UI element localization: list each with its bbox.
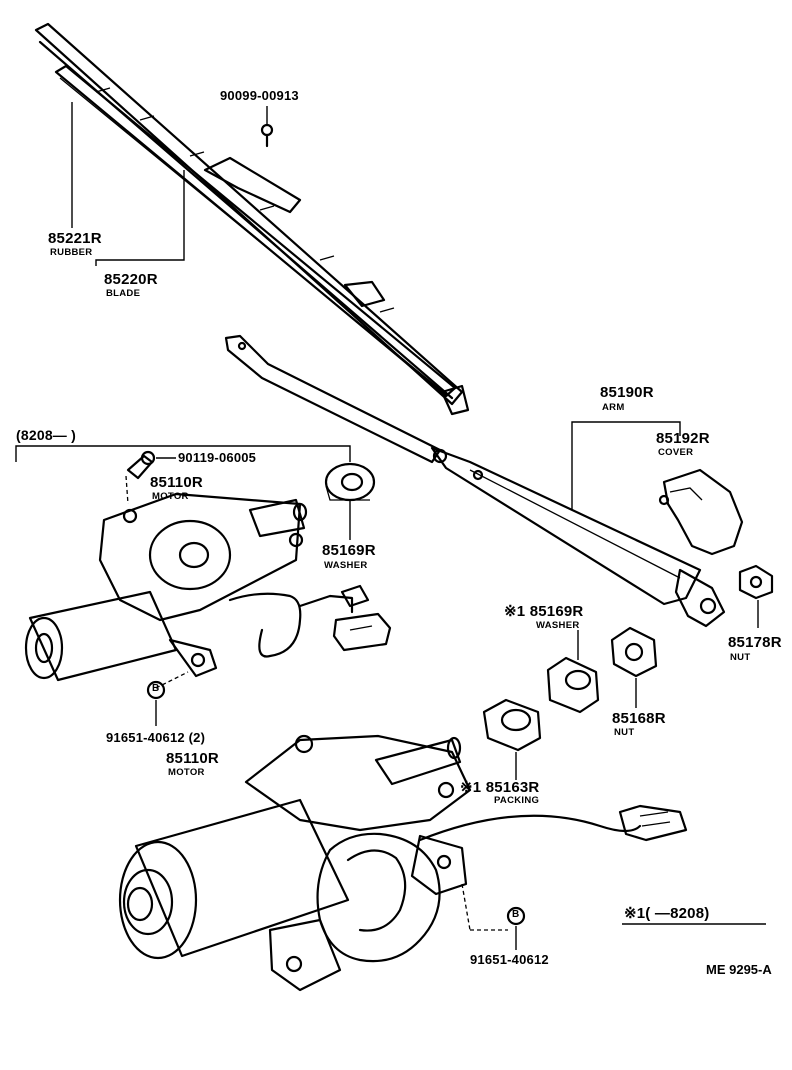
label-bolt-upper-number: 91651-40612 (2) — [106, 730, 206, 745]
label-screw-top-number: 90099-00913 — [220, 88, 299, 103]
washer-lower-mark: ※1 — [504, 603, 526, 620]
label-washer-lower-name: WASHER — [536, 620, 580, 631]
packing-mark: ※1 — [460, 779, 482, 796]
label-bolt-90119-number: 90119-06005 — [178, 450, 257, 465]
label-arm-name: ARM — [602, 402, 625, 413]
bolt-upper-symbol-letter: B — [152, 683, 160, 694]
label-rubber-number: 85221R — [48, 230, 102, 247]
packing — [482, 698, 542, 780]
upper-motor — [24, 492, 392, 682]
label-washer-lower: ※1 85169R — [504, 602, 583, 620]
label-nut-178-name: NUT — [730, 652, 751, 663]
bolt-lower-symbol-letter: B — [512, 909, 520, 920]
cover — [658, 468, 744, 556]
label-packing: ※1 85163R — [460, 778, 539, 796]
label-footnote: ※1( —8208) — [624, 905, 710, 922]
label-blade-number: 85220R — [104, 271, 158, 288]
label-washer-upper-name: WASHER — [324, 560, 368, 571]
label-reference-code: ME 9295-A — [706, 962, 772, 977]
nut-85178 — [738, 564, 774, 628]
label-blade-name: BLADE — [106, 288, 141, 299]
label-motor-upper-name: MOTOR — [152, 491, 189, 502]
label-arm-number: 85190R — [600, 384, 654, 401]
packing-number: 85163R — [485, 779, 540, 796]
bolt-90119 — [125, 450, 176, 505]
label-motor-lower-name: MOTOR — [168, 767, 205, 778]
label-motor-lower-number: 85110R — [166, 750, 219, 767]
label-nut-168-number: 85168R — [612, 710, 666, 727]
label-cover-name: COVER — [658, 447, 694, 458]
label-washer-upper-number: 85169R — [322, 542, 376, 559]
screw-top — [260, 106, 274, 148]
washer-upper — [324, 462, 376, 502]
wiper-arm — [224, 334, 726, 628]
blade-leaders — [71, 102, 185, 266]
upper-group-bracket — [15, 445, 351, 540]
arm-leaders — [571, 421, 681, 510]
washer-lower — [546, 630, 600, 714]
label-motor-upper-number: 85110R — [150, 474, 203, 491]
label-upper-bracket: (8208— ) — [16, 427, 76, 443]
label-packing-name: PACKING — [494, 795, 540, 806]
lower-motor — [118, 734, 688, 992]
label-cover-number: 85192R — [656, 430, 710, 447]
wiper-blade — [34, 22, 470, 416]
washer-lower-number: 85169R — [529, 603, 584, 620]
nut-85168 — [610, 626, 658, 708]
label-rubber-name: RUBBER — [50, 247, 93, 258]
upper-bolt-symbol — [146, 671, 189, 726]
label-bolt-lower-number: 91651-40612 — [470, 952, 549, 967]
label-nut-168-name: NUT — [614, 727, 635, 738]
label-nut-178-number: 85178R — [728, 634, 782, 651]
lower-bolt-symbol — [461, 883, 526, 950]
